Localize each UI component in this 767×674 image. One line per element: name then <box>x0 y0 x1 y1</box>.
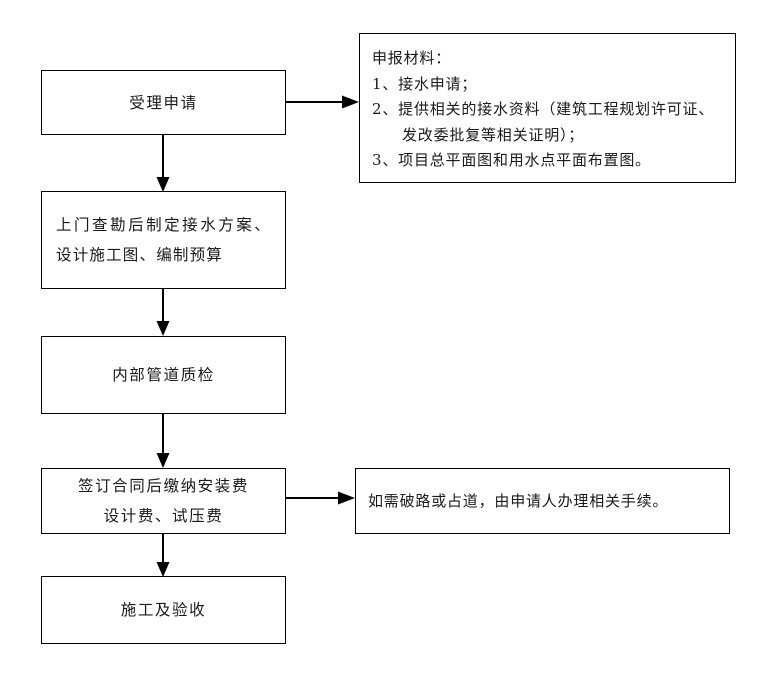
flow-node-accept-application[interactable]: 受理申请 <box>41 70 286 135</box>
connector-contract-to-road-note <box>286 488 358 508</box>
flow-node-construction-and-acceptance[interactable]: 施工及验收 <box>41 576 286 644</box>
note-item-1: 1、接水申请； <box>372 74 478 93</box>
note-declaration-materials: 申报材料： 1、接水申请； 2、提供相关的接水资料（建筑工程规划许可证、发改委批… <box>359 33 736 183</box>
note-body: 如需破路或占道，由申请人办理相关手续。 <box>368 492 669 510</box>
note-body: 申报材料： 1、接水申请； 2、提供相关的接水资料（建筑工程规划许可证、发改委批… <box>372 46 725 174</box>
flow-node-label: 受理申请 <box>129 93 198 112</box>
flow-node-survey-and-design[interactable]: 上门查勘后制定接水方案、设计施工图、编制预算 <box>41 191 286 289</box>
connector-survey-to-inspection <box>153 289 173 337</box>
connector-inspection-to-contract <box>153 414 173 469</box>
connector-contract-to-construction <box>153 534 173 578</box>
flow-node-contract-and-fees[interactable]: 签订合同后缴纳安装费 设计费、试压费 <box>41 468 286 534</box>
note-road-occupation: 如需破路或占道，由申请人办理相关手续。 <box>355 468 730 534</box>
flow-node-label: 施工及验收 <box>120 601 207 619</box>
note-heading: 申报材料： <box>372 49 452 67</box>
flow-node-label: 签订合同后缴纳安装费 设计费、试压费 <box>77 477 249 525</box>
flow-node-internal-pipe-inspection[interactable]: 内部管道质检 <box>41 336 286 414</box>
connector-accept-to-materials <box>286 92 362 112</box>
note-item-2: 2、提供相关的接水资料（建筑工程规划许可证、发改委批复等相关证明）； <box>372 100 715 144</box>
flow-node-label: 上门查勘后制定接水方案、设计施工图、编制预算 <box>56 216 271 264</box>
note-item-3: 3、项目总平面图和用水点平面布置图。 <box>372 151 651 169</box>
connector-accept-to-survey <box>153 135 173 193</box>
flow-node-label: 内部管道质检 <box>112 366 215 384</box>
